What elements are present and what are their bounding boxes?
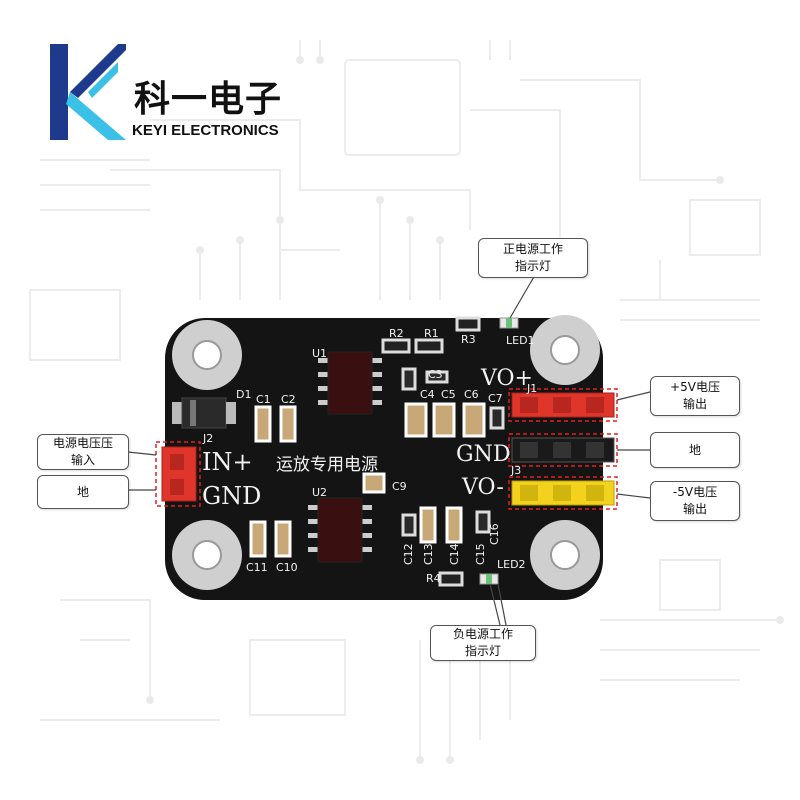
brand-name-cn: 科一电子 [134,79,283,120]
resistor-r4 [438,571,464,587]
chip-u2 [308,497,372,563]
label-c13: C13 [422,543,435,565]
callout-text: 地 [76,484,89,499]
label-led1: LED1 [506,334,535,347]
header-j3-yellow [511,480,615,506]
label-j2: J2 [202,432,213,445]
resistor-r3 [455,316,481,332]
callout-plus5v: +5V电压 输出 [650,376,740,416]
callout-text: 地 [688,442,701,457]
label-led2: LED2 [497,558,526,571]
label-c15: C15 [474,543,487,565]
label-c1: C1 [256,393,271,406]
callout-input-voltage: 电源电压压 输入 [37,434,129,470]
label-r2: R2 [389,327,404,340]
label-c6: C6 [464,388,479,401]
label-c9: C9 [392,480,407,493]
label-c16: C16 [488,523,501,545]
led2 [479,573,499,585]
callout-output-gnd: 地 [650,432,740,468]
label-d1: D1 [236,388,251,401]
resistor-r2 [381,338,411,354]
mounting-hole [530,315,600,385]
header-j1-black [511,437,615,463]
label-in-plus: IN+ [202,448,253,476]
label-gnd-in: GND [202,482,261,510]
mounting-hole [172,320,242,390]
callout-text: +5V电压 [670,380,720,394]
label-c14: C14 [448,543,461,565]
label-j3: J3 [510,464,521,477]
label-u2: U2 [312,486,327,499]
keyi-logo-mark [50,44,126,140]
callout-text: 负电源工作 [452,627,513,641]
label-r1: R1 [424,327,439,340]
callout-input-gnd: 地 [37,475,129,509]
chip-u1 [318,351,382,415]
label-r4: R4 [426,572,441,585]
callout-text: 指示灯 [464,644,501,658]
diode-d1 [172,397,236,429]
label-vo-plus: VO+ [480,366,533,391]
callout-text: 正电源工作 [502,242,563,256]
header-j2 [161,446,197,502]
callout-minus5v: -5V电压 输出 [650,481,740,521]
mounting-hole [530,520,600,590]
label-gnd-out: GND [456,442,510,467]
label-c3: C3 [428,368,443,381]
callout-text: -5V电压 [672,485,718,499]
callout-text: 输出 [682,502,707,516]
label-c7: C7 [488,392,503,405]
callout-text: 指示灯 [514,259,551,273]
callout-text: 输出 [682,397,707,411]
label-c5: C5 [441,388,456,401]
label-u1: U1 [312,347,327,360]
callout-text: 输入 [70,453,95,467]
mounting-hole [172,520,242,590]
callout-text: 电源电压压 [52,436,113,450]
brand-name-en: KEYI ELECTRONICS [132,122,279,139]
label-c2: C2 [281,393,296,406]
resistor-r1 [414,338,444,354]
header-j1-red [511,392,615,418]
label-c11: C11 [246,561,268,574]
led1 [499,317,519,329]
callout-negative-led: 负电源工作 指示灯 [430,625,536,661]
board-title: 运放专用电源 [276,455,378,475]
label-c10: C10 [276,561,298,574]
label-r3: R3 [461,333,476,346]
label-j1: J1 [526,382,537,395]
label-c12: C12 [402,543,415,565]
label-vo-minus: VO- [461,475,504,500]
callout-positive-led: 正电源工作 指示灯 [478,238,588,278]
label-c4: C4 [420,388,435,401]
